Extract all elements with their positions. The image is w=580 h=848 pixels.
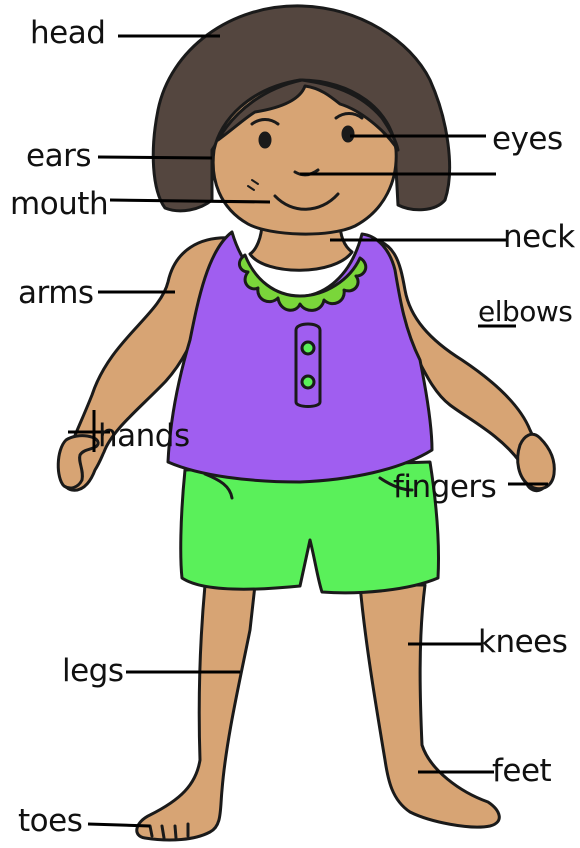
label-hands: hands xyxy=(98,421,190,452)
label-arms: arms xyxy=(18,278,94,309)
label-fingers: fingers xyxy=(393,472,496,503)
label-ears: ears xyxy=(26,141,91,172)
right-leg xyxy=(360,585,499,827)
label-toes: toes xyxy=(18,806,82,837)
right-eye xyxy=(343,127,353,141)
label-head: head xyxy=(30,18,105,49)
right-hand xyxy=(518,434,555,488)
left-leg xyxy=(137,585,255,840)
toes-line xyxy=(88,824,150,826)
label-feet: feet xyxy=(492,756,551,787)
left-eye xyxy=(260,133,270,147)
label-mouth: mouth xyxy=(10,189,108,220)
ears-line xyxy=(98,157,212,158)
label-neck: neck xyxy=(503,222,575,253)
button-top xyxy=(302,342,314,354)
label-elbows: elbows xyxy=(478,298,572,326)
mouth-line xyxy=(110,200,270,202)
label-knees: knees xyxy=(478,627,567,658)
label-eyes: eyes xyxy=(492,124,563,155)
label-legs: legs xyxy=(62,656,124,687)
button-bottom xyxy=(302,376,314,388)
